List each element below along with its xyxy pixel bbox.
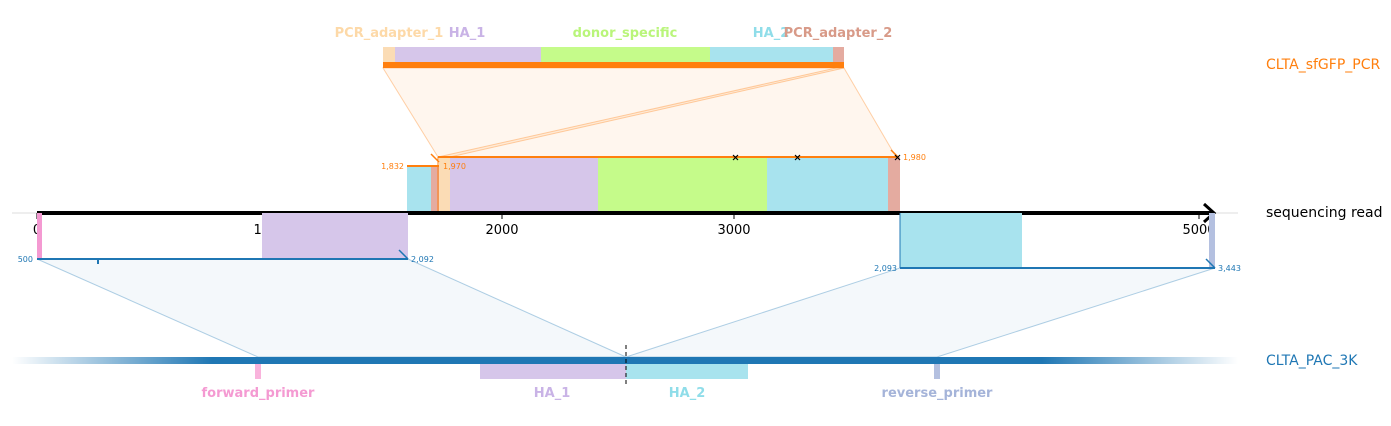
bottom-target-track xyxy=(12,345,1238,385)
top-label-donor-specific: donor_specific xyxy=(573,26,678,41)
aligned-ha-1 xyxy=(450,157,598,213)
top-feature-pcr-adapter-2 xyxy=(833,47,844,62)
top-feature-labels: PCR_adapter_1 HA_1 donor_specific HA_2 P… xyxy=(335,26,893,41)
aligned-forward-primer xyxy=(37,213,42,259)
bottom-target-fade-right xyxy=(1042,357,1238,364)
coord-bottom1-start: 500 xyxy=(18,255,33,264)
top-target-track xyxy=(383,47,844,68)
aligned-pcr-adapter-1 xyxy=(439,157,450,213)
top-feature-ha-1 xyxy=(395,47,541,62)
aligned-pcr-adapter-2-left xyxy=(431,166,439,213)
aligned-pcr-adapter-2 xyxy=(888,157,900,213)
coord-bottom2-start: 2,093 xyxy=(874,264,897,273)
top-label-ha-2: HA_2 xyxy=(753,26,790,41)
top-feature-pcr-adapter-1 xyxy=(383,47,395,62)
bottom-feature-forward-primer xyxy=(255,364,261,379)
top-target-bar xyxy=(383,62,844,68)
bottom-target-label: CLTA_PAC_3K xyxy=(1266,353,1358,369)
bottom-alignment-projection xyxy=(36,258,1216,358)
top-label-pcr-adapter-2: PCR_adapter_2 xyxy=(784,26,893,41)
coord-bottom1-end: 2,092 xyxy=(411,255,434,264)
top-feature-donor-specific xyxy=(541,47,710,62)
bottom-label-ha-1: HA_1 xyxy=(534,386,571,401)
top-feature-ha-2 xyxy=(710,47,833,62)
top-label-ha-1: HA_1 xyxy=(449,26,486,41)
coord-bottom2-end: 3,443 xyxy=(1218,264,1241,273)
bottom-feature-ha-1 xyxy=(480,364,626,379)
bottom-feature-reverse-primer xyxy=(934,364,940,379)
top-label-pcr-adapter-1: PCR_adapter_1 xyxy=(335,26,444,41)
top-target-label: CLTA_sfGFP_PCR xyxy=(1266,57,1380,73)
bottom-feature-ha-2 xyxy=(626,364,748,379)
tick-5000: 5000 xyxy=(1182,223,1215,238)
coord-top-mid: 1,970 xyxy=(443,162,466,171)
aligned-bottom-ha-1 xyxy=(262,213,408,259)
coord-top-end: 1,980 xyxy=(903,153,926,162)
top-alignment-projection xyxy=(382,67,897,158)
aligned-ha-2 xyxy=(767,157,888,213)
aligned-bottom-ha-2 xyxy=(900,213,1022,268)
bottom-label-forward-primer: forward_primer xyxy=(202,386,316,401)
bottom-aligned-features xyxy=(37,213,1216,269)
bottom-feature-labels: forward_primer HA_1 HA_2 reverse_primer xyxy=(202,386,994,401)
top-alignment-coordinates: 1,832 1,970 1,980 xyxy=(381,153,926,171)
mismatch-markers xyxy=(732,154,901,161)
aligned-ha-2-left xyxy=(407,166,431,213)
bottom-label-reverse-primer: reverse_primer xyxy=(882,386,994,401)
coord-top-start: 1,832 xyxy=(381,162,404,171)
bottom-target-fade-left xyxy=(12,357,212,364)
top-aligned-features xyxy=(407,149,901,213)
aligned-reverse-primer xyxy=(1209,213,1215,268)
read-axis-ticks: 0 1000 2000 3000 4000 5000 xyxy=(33,223,1216,238)
bottom-alignment-coordinates: 500 2,092 2,093 3,443 xyxy=(18,255,1241,273)
aligned-donor-specific xyxy=(598,157,767,213)
bottom-target-bar xyxy=(212,357,1042,364)
tick-3000: 3000 xyxy=(717,223,750,238)
read-label: sequencing read xyxy=(1266,205,1382,221)
bottom-label-ha-2: HA_2 xyxy=(669,386,706,401)
tick-2000: 2000 xyxy=(485,223,518,238)
